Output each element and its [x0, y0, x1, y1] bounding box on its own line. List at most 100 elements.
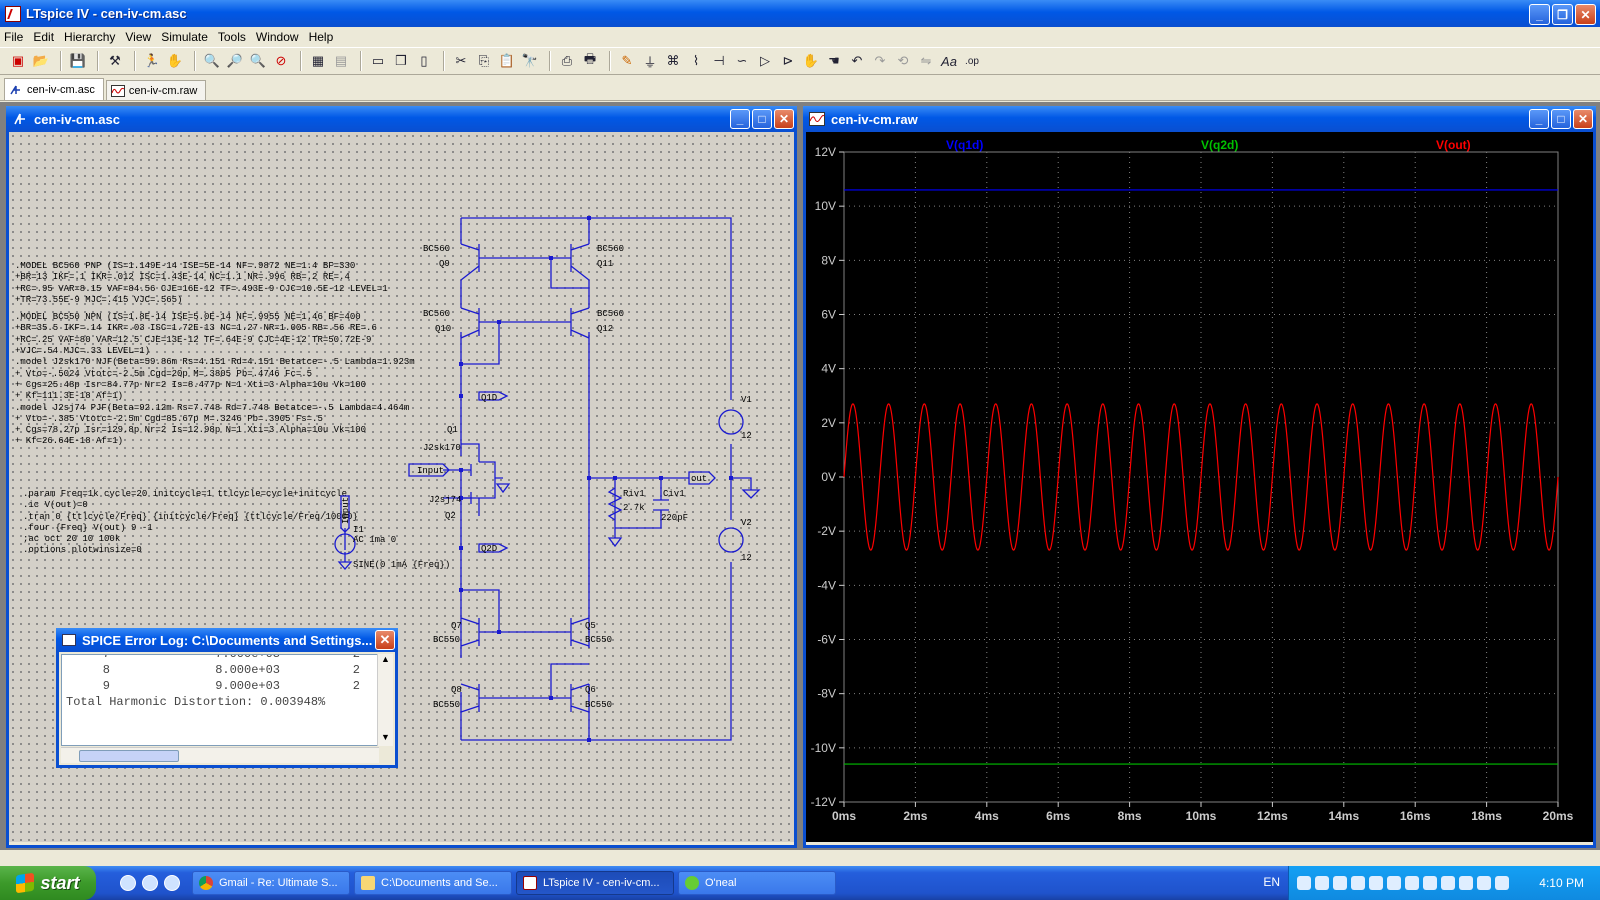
- spice-directive-icon[interactable]: .op: [965, 55, 979, 67]
- tray-icon[interactable]: [1423, 876, 1437, 890]
- language-indicator[interactable]: EN: [1263, 875, 1280, 889]
- waveform-minimize-button[interactable]: _: [1529, 109, 1549, 129]
- autorange-icon[interactable]: ▦: [311, 53, 325, 68]
- toolbar-separator: [609, 51, 611, 71]
- copy-icon[interactable]: ⎘: [478, 53, 490, 68]
- task-oneal[interactable]: O'neal: [678, 871, 836, 895]
- vertical-scrollbar[interactable]: ▲ ▼: [377, 654, 393, 746]
- spice-model-text[interactable]: .MODEL BC560 PNP (IS=1.149E-14 ISE=5E-14…: [15, 260, 415, 447]
- rotate-icon[interactable]: ⟲: [897, 53, 909, 68]
- menu-edit[interactable]: Edit: [33, 29, 55, 44]
- tray-icon[interactable]: [1441, 876, 1455, 890]
- menu-hierarchy[interactable]: Hierarchy: [64, 29, 116, 44]
- zoom-out-icon[interactable]: 🔍: [249, 53, 267, 68]
- grid-icon[interactable]: ▤: [334, 53, 348, 68]
- tray-icon[interactable]: [1495, 876, 1509, 890]
- halt-icon[interactable]: ✋: [166, 53, 184, 68]
- ground-icon[interactable]: ⏚: [643, 54, 657, 70]
- menu-file[interactable]: File: [4, 29, 24, 44]
- capacitor-icon[interactable]: ⊣: [713, 53, 725, 68]
- menu-window[interactable]: Window: [255, 29, 299, 44]
- print-icon[interactable]: 🖶: [583, 51, 597, 66]
- ltspice-app-icon[interactable]: [5, 5, 21, 22]
- redo-icon[interactable]: ↷: [874, 53, 886, 68]
- zoom-fit-icon[interactable]: ⊘: [275, 53, 287, 68]
- scroll-down-icon[interactable]: ▼: [381, 732, 390, 742]
- menu-tools[interactable]: Tools: [217, 29, 246, 44]
- tray-icon[interactable]: [1351, 876, 1365, 890]
- tab-schematic[interactable]: cen-iv-cm.asc: [4, 78, 104, 100]
- error-log-titlebar[interactable]: SPICE Error Log: C:\Documents and Settin…: [56, 628, 398, 652]
- close-button[interactable]: ✕: [1575, 4, 1596, 25]
- schematic-close-button[interactable]: ✕: [774, 109, 794, 129]
- tray-icon[interactable]: [1405, 876, 1419, 890]
- zoom-in-icon[interactable]: 🔍: [203, 53, 221, 68]
- draw-wire-icon[interactable]: ✎: [621, 53, 633, 68]
- tile-horizontal-icon[interactable]: ▭: [371, 53, 385, 68]
- tab-waveform[interactable]: cen-iv-cm.raw: [105, 80, 207, 100]
- q5-label: Q5: [585, 621, 596, 631]
- tray-icon[interactable]: [1477, 876, 1491, 890]
- cascade-icon[interactable]: ❒: [395, 53, 407, 68]
- menu-view[interactable]: View: [125, 29, 152, 44]
- tray-icon[interactable]: [1387, 876, 1401, 890]
- waveform-close-button[interactable]: ✕: [1573, 109, 1593, 129]
- net-label-out: [688, 471, 716, 485]
- task-ltspice[interactable]: LTspice IV - cen-iv-cm...: [516, 871, 674, 895]
- scroll-thumb[interactable]: [79, 750, 179, 762]
- open-icon[interactable]: 📂: [32, 53, 50, 68]
- cut-icon[interactable]: ✂: [455, 53, 467, 68]
- component-icon[interactable]: ⊳: [782, 53, 794, 68]
- inductor-icon[interactable]: ∽: [736, 53, 748, 68]
- schematic-maximize-button[interactable]: □: [752, 109, 772, 129]
- pan-icon[interactable]: 🔎: [226, 53, 244, 68]
- tile-vertical-icon[interactable]: ▯: [420, 53, 428, 68]
- find-icon[interactable]: 🔭: [521, 53, 539, 68]
- move-icon[interactable]: ✋: [802, 53, 820, 68]
- tray-icon[interactable]: [1315, 876, 1329, 890]
- print-setup-icon[interactable]: ⎙: [561, 53, 573, 68]
- diode-icon[interactable]: ▷: [760, 53, 770, 68]
- waveform-window-titlebar[interactable]: cen-iv-cm.raw _ □ ✕: [803, 106, 1596, 132]
- paste-icon[interactable]: 📋: [498, 53, 516, 68]
- quick-launch-icon[interactable]: [142, 875, 158, 891]
- schematic-window-titlebar[interactable]: cen-iv-cm.asc _ □ ✕: [6, 106, 797, 132]
- resistor-icon[interactable]: ⌇: [692, 53, 700, 68]
- new-schematic-icon[interactable]: ▣: [11, 53, 25, 68]
- error-log-close-button[interactable]: ✕: [375, 630, 395, 650]
- tray-icon[interactable]: [1459, 876, 1473, 890]
- tray-icon[interactable]: [1297, 876, 1311, 890]
- save-icon[interactable]: 💾: [69, 53, 87, 68]
- start-button[interactable]: start: [0, 866, 96, 900]
- schematic-minimize-button[interactable]: _: [730, 109, 750, 129]
- spice-text-line: .model J2sk170 NJF(Beta=59.86m Rs=4.151 …: [15, 357, 415, 368]
- quick-launch-icon[interactable]: [164, 875, 180, 891]
- horizontal-scrollbar[interactable]: [61, 747, 379, 763]
- spice-directives[interactable]: .param Freq=1k cycle=20 initcycle=1 ttlc…: [23, 488, 358, 556]
- quick-launch-icon[interactable]: [120, 875, 136, 891]
- control-panel-icon[interactable]: ⚒: [109, 53, 121, 68]
- tray-icon[interactable]: [1333, 876, 1347, 890]
- waveform-maximize-button[interactable]: □: [1551, 109, 1571, 129]
- text-icon[interactable]: Aa: [941, 53, 957, 69]
- schematic-icon: [10, 85, 20, 94]
- undo-icon[interactable]: ↶: [851, 53, 863, 68]
- label-net-icon[interactable]: ⌘: [666, 53, 680, 68]
- mirror-icon[interactable]: ⇋: [920, 53, 932, 68]
- tray-icon[interactable]: [1369, 876, 1383, 890]
- task-gmail[interactable]: Gmail - Re: Ultimate S...: [192, 871, 350, 895]
- circuit-diagram[interactable]: BC560 Q9 BC560 Q11 BC560 Q10 BC560 Q12 Q…: [9, 132, 794, 842]
- task-explorer[interactable]: C:\Documents and Se...: [354, 871, 512, 895]
- restore-button[interactable]: ❐: [1552, 4, 1573, 25]
- run-icon[interactable]: 🏃: [143, 53, 161, 68]
- menu-help[interactable]: Help: [308, 29, 334, 44]
- clock[interactable]: 4:10 PM: [1539, 876, 1584, 890]
- schematic-canvas[interactable]: .MODEL BC560 PNP (IS=1.149E-14 ISE=5E-14…: [9, 132, 794, 842]
- drag-icon[interactable]: ☚: [828, 53, 840, 68]
- menu-simulate[interactable]: Simulate: [161, 29, 208, 44]
- scroll-up-icon[interactable]: ▲: [381, 654, 390, 664]
- minimize-button[interactable]: _: [1529, 4, 1550, 25]
